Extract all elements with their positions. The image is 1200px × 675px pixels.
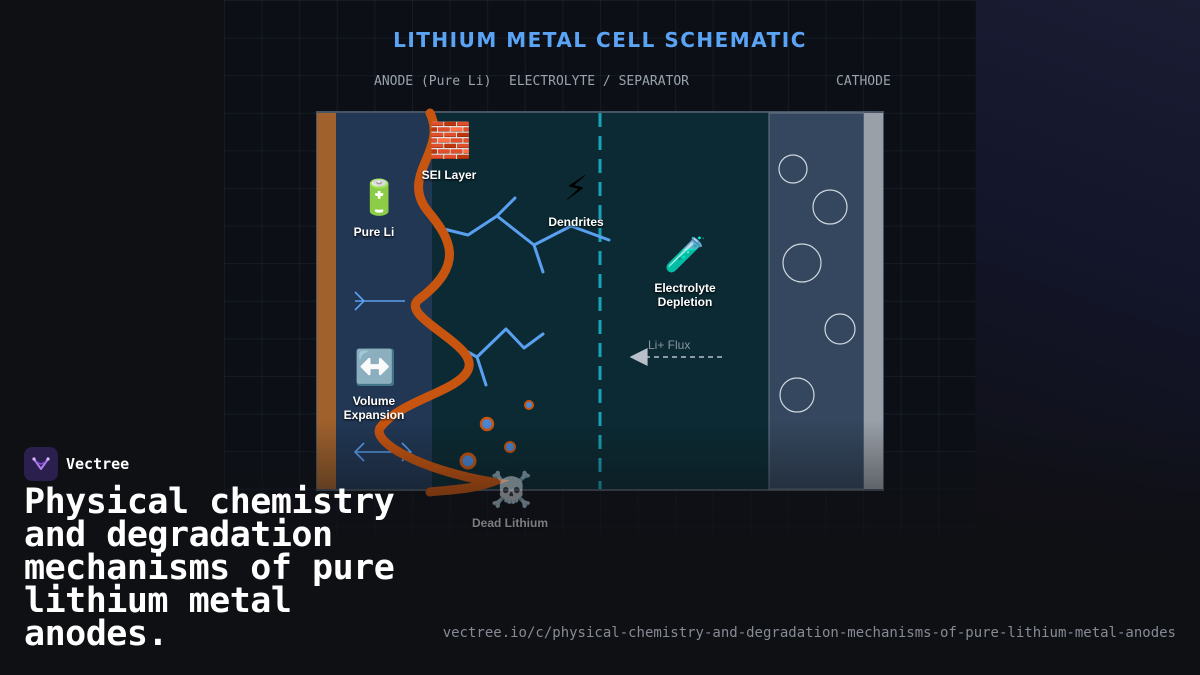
- li-flux-label: Li+ Flux: [648, 338, 691, 352]
- cathode-particle: [812, 189, 848, 225]
- sei-layer-label: SEI Layer: [421, 168, 477, 182]
- skull-crossbones-icon: ☠️: [490, 470, 533, 510]
- vectree-logo-icon: [24, 447, 58, 481]
- test-tube-icon: 🧪: [664, 235, 707, 275]
- headline: Physical chemistry and degradation mecha…: [24, 482, 395, 654]
- expansion-arrow-upper: [354, 291, 405, 311]
- dendrite-upper: [434, 196, 611, 274]
- dendrites-label: Dendrites: [548, 215, 604, 229]
- page-url[interactable]: vectree.io/c/physical-chemistry-and-degr…: [442, 625, 1176, 641]
- dead-lithium-label: Dead Lithium: [471, 516, 548, 530]
- electrolyte-depletion-label: Electrolyte Depletion: [654, 281, 716, 309]
- dead-lithium-particle: [524, 400, 534, 410]
- cathode-particle: [782, 243, 822, 283]
- brand: Vectree: [24, 447, 129, 481]
- volume-expansion-label: Volume Expansion: [343, 394, 405, 422]
- brick-icon: 🧱: [429, 121, 472, 161]
- battery-icon: 🔋: [358, 178, 401, 218]
- pure-li-label: Pure Li: [353, 225, 395, 239]
- anode-current-collector: [317, 113, 336, 489]
- lightning-icon: ⚡: [564, 169, 588, 209]
- diagram-title: LITHIUM METAL CELL SCHEMATIC: [393, 28, 807, 52]
- brand-name: Vectree: [66, 455, 130, 473]
- cathode-current-collector: [864, 113, 883, 489]
- anode-region-label: ANODE (Pure Li): [374, 74, 492, 89]
- left-right-arrow-icon: ↔️: [354, 348, 397, 388]
- bottom-fade-overlay: [0, 420, 1200, 675]
- cathode-region-label: CATHODE: [836, 74, 891, 89]
- electrolyte-region-label: ELECTROLYTE / SEPARATOR: [509, 74, 690, 89]
- cathode-particle: [779, 377, 815, 413]
- cathode-particle: [824, 313, 856, 345]
- cathode-particle: [778, 154, 808, 184]
